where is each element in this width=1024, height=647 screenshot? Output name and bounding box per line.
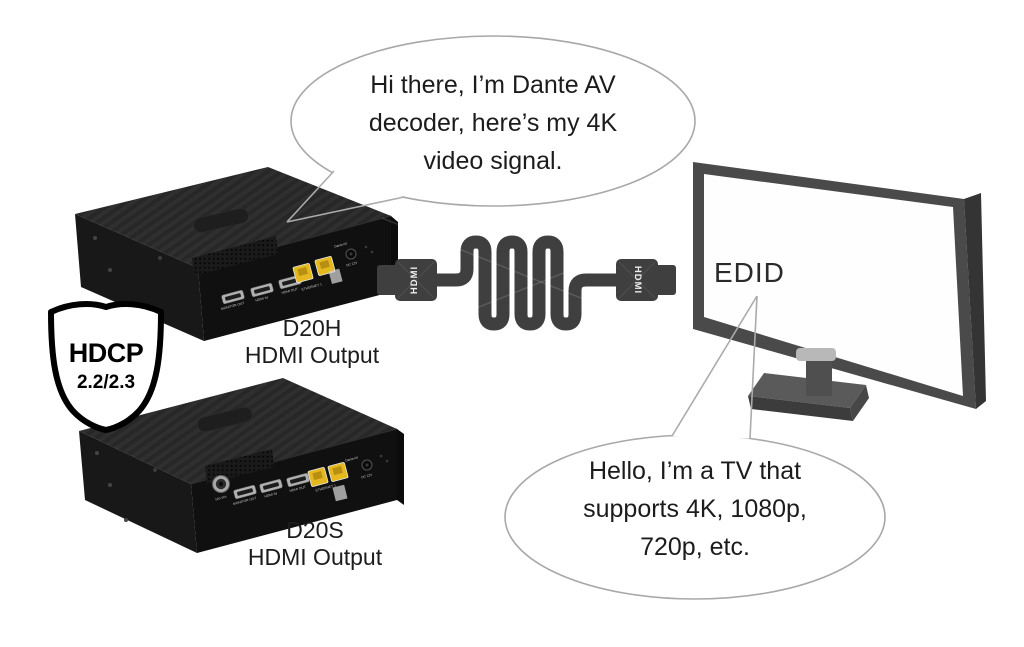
hdmi-connector-right-label: HDMI (632, 265, 643, 295)
screw-icon (158, 256, 162, 260)
tv-edid-label: EDID (714, 257, 785, 288)
d20s-left-face (79, 431, 197, 553)
screw-icon (93, 236, 97, 240)
d20s-brand-emboss (197, 406, 253, 433)
d20h-brand-emboss (193, 208, 249, 233)
bottom-bubble-tail (671, 295, 758, 437)
brand-label: Dante AV (345, 455, 360, 463)
top-bubble-text: Hi there, I’m Dante AV decoder, here’s m… (313, 66, 673, 180)
port-label: ETHERNET 1 (301, 282, 322, 291)
led-icon (364, 245, 368, 249)
d20s-front-panel (191, 429, 397, 553)
ethernet-port-icon (314, 256, 336, 276)
watermark-lines (381, 217, 701, 347)
label-sticker (332, 484, 348, 502)
connector-seam (618, 261, 656, 299)
connector-seam (397, 261, 435, 299)
bottom-bubble-line: Hello, I’m a TV that (588, 457, 802, 485)
tv-side-extrusion (964, 193, 986, 409)
port-label: 12G-SDI (215, 495, 227, 502)
screw-icon (153, 468, 157, 472)
top-bubble-tail (286, 170, 335, 223)
screw-icon (108, 483, 112, 487)
d20s-port-labels: 12G-SDI MONITOR OUT HDMI IN HDMI OUT ETH… (215, 455, 374, 506)
stand-base-front (748, 396, 853, 421)
d20h-left-face (75, 214, 204, 341)
tv-monitor (693, 162, 986, 421)
top-bubble-tail-junction (328, 171, 404, 199)
ethernet-port-icon (307, 467, 329, 487)
stand-clip (796, 348, 836, 361)
hdcp-shield (48, 301, 164, 433)
hdcp-badge-versions: 2.2/2.3 (76, 372, 136, 393)
bottom-bubble-tail-junction (672, 428, 751, 439)
led-icon (379, 454, 383, 458)
bnc-port-icon (212, 475, 230, 493)
top-bubble-line: decoder, here’s my 4K (368, 109, 618, 137)
d20h-output-type: HDMI Output (244, 342, 380, 368)
d20s-model: D20S (286, 517, 344, 543)
shield-shape (48, 301, 164, 433)
hdmi-connector-right (616, 259, 676, 301)
led-icon (370, 250, 374, 254)
device-d20s-caption: D20S HDMI Output (215, 517, 415, 571)
device-d20h-caption: D20H HDMI Output (212, 315, 412, 369)
power-label: DC 12V (361, 472, 374, 479)
cable-coil (430, 235, 624, 331)
hdmi-port-icon (259, 479, 283, 493)
bottom-bubble-text: Hello, I’m a TV that supports 4K, 1080p,… (515, 452, 875, 566)
bottom-bubble-tail (749, 295, 758, 439)
port-label: ETHERNET 1 (315, 483, 336, 492)
top-bubble-ellipse (290, 35, 696, 207)
screw-icon (95, 451, 99, 455)
port-label: HDMI OUT (281, 287, 298, 295)
top-bubble-tail (286, 196, 405, 223)
dc-jack-pin (365, 463, 369, 467)
port-label: MONITOR OUT (233, 496, 257, 506)
ethernet-port-icon (292, 263, 314, 283)
port-label: HDMI IN (255, 295, 269, 302)
hdcp-badge-title: HDCP (68, 338, 144, 368)
d20h-model: D20H (282, 315, 342, 341)
hdmi-connector-left-label: HDMI (409, 265, 420, 295)
screw-icon (108, 268, 112, 272)
top-speech-bubble (286, 35, 696, 223)
d20h-vent-grille (192, 236, 278, 276)
hdmi-cable (377, 217, 701, 347)
tv-stand (748, 348, 869, 421)
d20s-right-cap (397, 429, 404, 505)
d20s-top-face (79, 378, 397, 484)
bottom-speech-bubble (504, 295, 886, 600)
bottom-bubble-line: 720p, etc. (640, 533, 750, 561)
hdmi-connector-left (377, 259, 437, 301)
d20h-port-labels: MONITOR OUT HDMI IN HDMI OUT ETHERNET 1 … (221, 241, 359, 311)
device-d20s: 12G-SDI MONITOR OUT HDMI IN HDMI OUT ETH… (79, 378, 404, 553)
top-bubble-line: video signal. (423, 147, 563, 175)
power-label: DC 12V (346, 260, 359, 267)
brand-label: Dante AV (334, 241, 349, 249)
device-d20h: MONITOR OUT HDMI IN HDMI OUT ETHERNET 1 … (75, 167, 398, 341)
port-label: MONITOR OUT (221, 301, 245, 311)
hdmi-port-icon (250, 283, 274, 297)
port-label: HDMI IN (264, 491, 278, 498)
stand-base-side (850, 385, 869, 421)
hdmi-port-icon (233, 485, 257, 499)
bottom-bubble-line: supports 4K, 1080p, (583, 495, 807, 523)
label-sticker (328, 268, 343, 285)
dc-jack-pin (349, 252, 353, 256)
screw-icon (124, 518, 128, 522)
hdmi-port-icon (221, 290, 245, 304)
led-icon (385, 459, 389, 463)
ethernet-port-icon (327, 462, 349, 482)
d20s-output-type: HDMI Output (247, 544, 383, 570)
tv-screen (704, 174, 963, 396)
hdmi-port-icon (286, 473, 310, 487)
port-label: HDMI OUT (289, 485, 306, 493)
top-bubble-line: Hi there, I’m Dante AV (370, 71, 616, 99)
